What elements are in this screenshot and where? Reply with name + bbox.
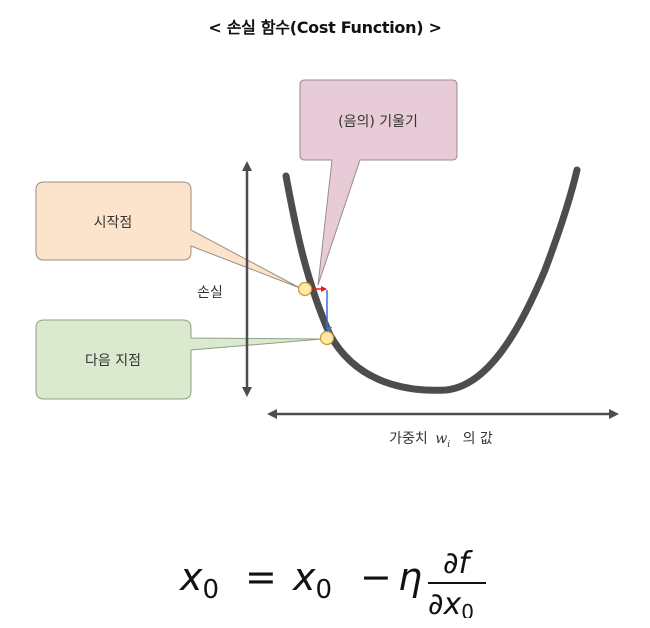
formula-equals: =: [245, 555, 277, 599]
gradient-descent-formula: x0 = x0 − η ∂f ∂x0: [179, 546, 486, 618]
start-callout-box: [35, 181, 301, 289]
next-callout-box: [35, 319, 323, 400]
start-callout-label: 시작점: [94, 215, 133, 231]
next-callout-label: 다음 지점: [85, 353, 141, 369]
next-point: [319, 330, 335, 346]
formula-minus: −: [360, 555, 392, 599]
loss-curve: [282, 166, 581, 394]
start-point: [297, 281, 313, 297]
cost-function-diagram: (음의) 기울기 시작점 다음 지점 손실 가중치 wi 의 값: [35, 79, 619, 451]
formula-eta: η: [398, 555, 422, 599]
formula-rhs-var: x0: [292, 555, 332, 605]
formula-lhs: x0: [179, 555, 219, 605]
slope-callout-box: [299, 79, 458, 286]
slope-callout-label: (음의) 기울기: [338, 114, 418, 130]
loss-axis-label: 손실: [197, 285, 223, 301]
diagram-title: < 손실 함수(Cost Function) >: [208, 18, 442, 37]
weight-axis-label: 가중치 wi 의 값: [389, 431, 493, 451]
formula-numerator: ∂f: [443, 546, 474, 581]
formula-denominator: ∂x0: [428, 587, 474, 618]
